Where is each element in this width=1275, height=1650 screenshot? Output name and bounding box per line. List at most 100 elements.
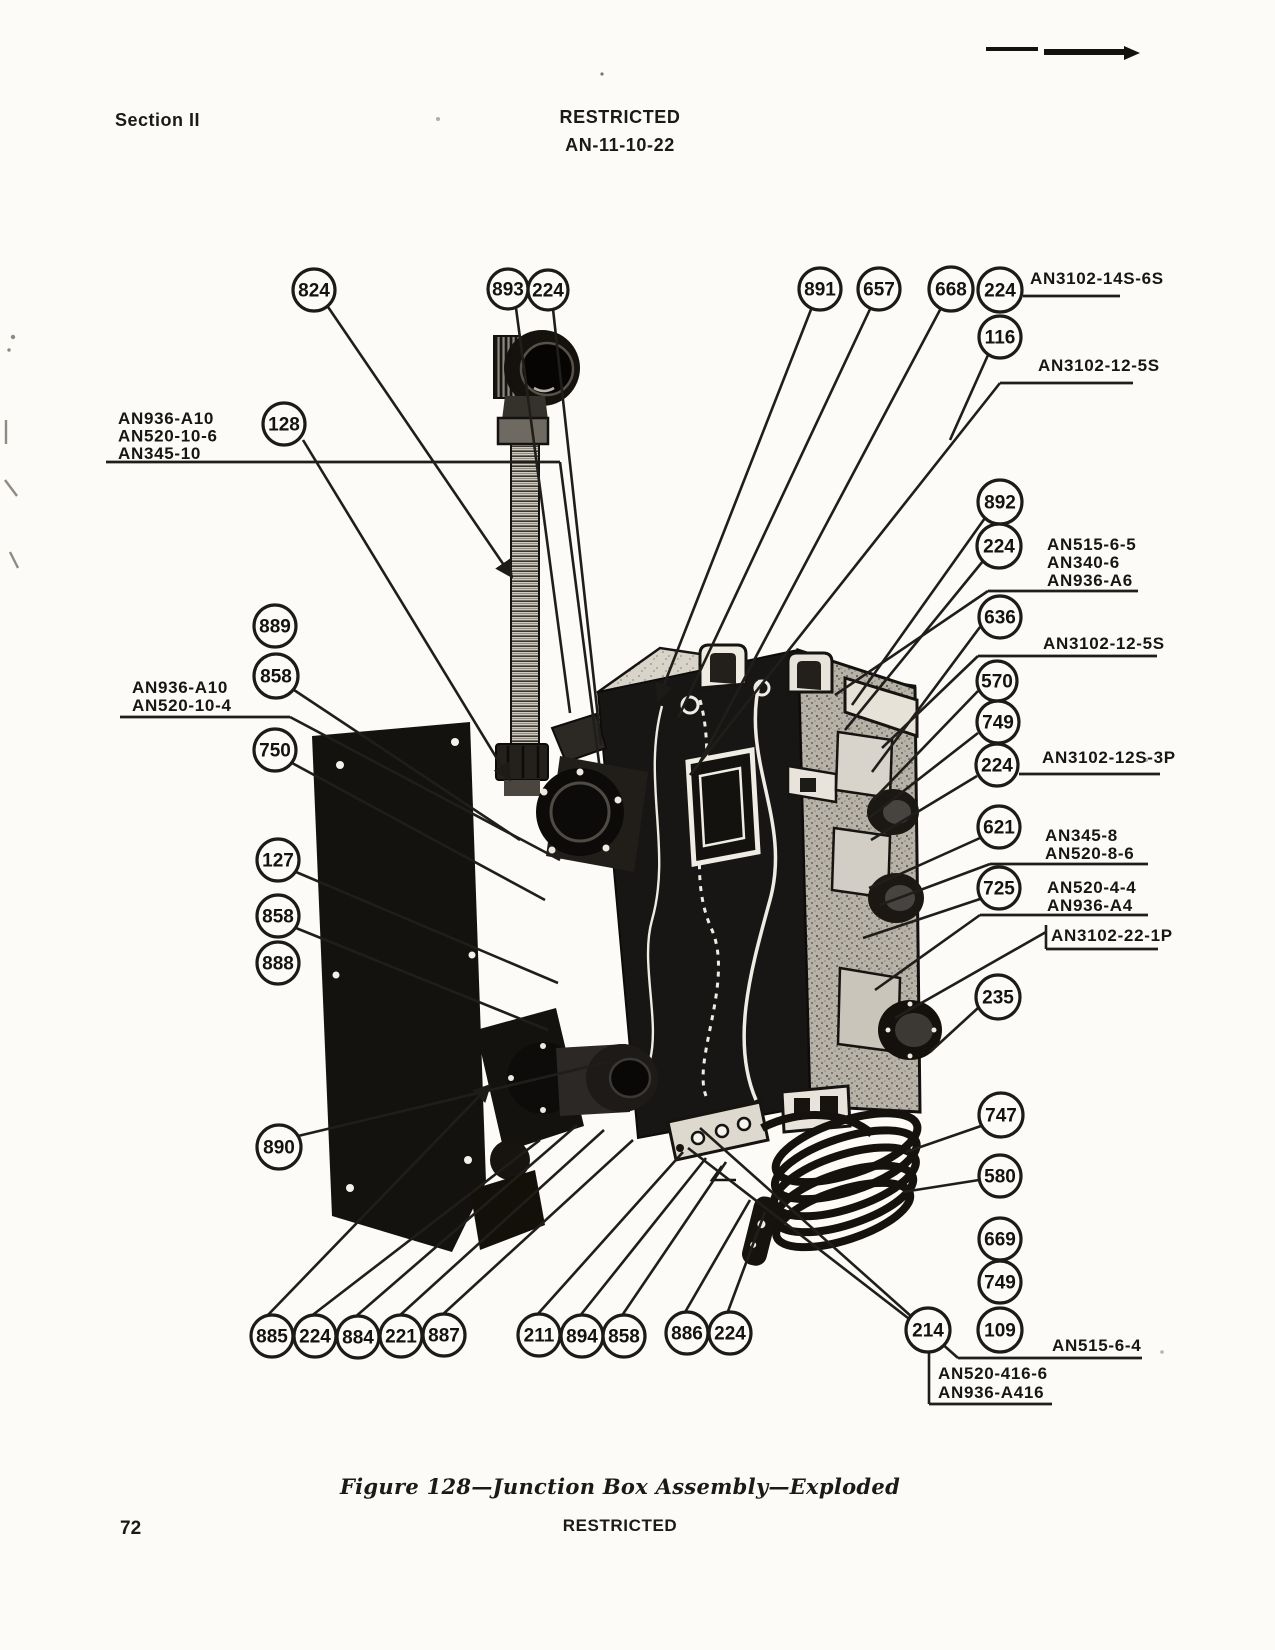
callout-889: 889 <box>252 603 298 649</box>
leader-line <box>687 1146 909 1320</box>
callout-657: 657 <box>856 266 902 312</box>
leader-line <box>929 1007 979 1053</box>
callout-number: 890 <box>263 1138 295 1159</box>
part-label-text: AN515-6-5 <box>1047 535 1136 554</box>
callout-884: 884 <box>335 1314 381 1360</box>
callout-127: 127 <box>255 837 301 883</box>
callout-number: 657 <box>863 280 895 301</box>
coiled-cable <box>748 1109 922 1252</box>
callout-number: 891 <box>804 280 836 301</box>
part-label-text: AN520-8-6 <box>1045 844 1134 863</box>
callout-891: 891 <box>797 266 843 312</box>
part-label-text: AN3102-12-5S <box>1038 356 1160 375</box>
callout-number: 211 <box>524 1326 555 1347</box>
callout-circle <box>856 266 902 312</box>
part-label-text: AN936-A10 <box>132 678 228 697</box>
leader-line <box>879 862 991 907</box>
callout-858: 858 <box>601 1313 647 1359</box>
terminal-strip <box>666 1100 770 1182</box>
leader-line <box>301 439 512 782</box>
leader-line <box>291 761 546 902</box>
leader-line <box>440 1139 634 1317</box>
callout-224: 224 <box>526 268 570 312</box>
callout-circle <box>976 1306 1024 1354</box>
doc-number: AN-11-10-22 <box>565 134 675 155</box>
leader-line <box>295 870 559 985</box>
callout-number: 858 <box>262 907 294 928</box>
callout-circle <box>707 1310 753 1356</box>
callout-circle <box>526 268 570 312</box>
part-label-text: AN3102-12S-3P <box>1042 748 1176 767</box>
leader-line <box>514 307 572 714</box>
callout-circle <box>977 1153 1023 1199</box>
callout-circle <box>927 265 975 313</box>
callout-number: 224 <box>984 281 1016 302</box>
callout-number: 750 <box>259 741 291 762</box>
restricted-top-label: RESTRICTED <box>559 107 681 127</box>
callout-number: 894 <box>566 1327 598 1348</box>
callout-circle <box>977 594 1023 640</box>
callout-number: 889 <box>259 617 291 638</box>
leader-line <box>688 382 1002 776</box>
callout-number: 224 <box>714 1324 746 1345</box>
callout-221: 221 <box>378 1313 424 1359</box>
callout-570: 570 <box>975 659 1019 703</box>
callout-109: 109 <box>976 1306 1024 1354</box>
part-label-text: AN515-6-4 <box>1052 1336 1141 1355</box>
leader-line <box>868 836 981 890</box>
callout-128: 128 <box>261 401 307 447</box>
callout-circle <box>252 727 298 773</box>
callout-circle <box>975 522 1023 570</box>
leader-line <box>676 306 873 719</box>
callout-circle <box>977 1091 1025 1139</box>
callout-circle <box>255 940 301 986</box>
restricted-bottom-label: RESTRICTED <box>562 1516 678 1535</box>
callout-number: 749 <box>982 713 1014 734</box>
callout-circle <box>974 973 1022 1021</box>
callout-circle <box>601 1313 647 1359</box>
callout-circle <box>421 1312 467 1358</box>
callout-number: 884 <box>342 1328 374 1349</box>
round-connector <box>536 712 648 872</box>
callout-894: 894 <box>559 1313 605 1359</box>
callout-number: 886 <box>671 1324 703 1345</box>
callout-892: 892 <box>976 478 1024 526</box>
callout-636: 636 <box>977 594 1023 640</box>
callout-number: 749 <box>984 1273 1016 1294</box>
leader-line <box>868 731 979 820</box>
callout-858: 858 <box>255 893 301 939</box>
leader-line <box>353 1124 578 1319</box>
callout-885: 885 <box>249 1313 295 1359</box>
callout-890: 890 <box>255 1123 303 1171</box>
callout-893: 893 <box>486 267 530 311</box>
callout-circle <box>974 742 1020 788</box>
callout-224: 224 <box>292 1313 338 1359</box>
callout-number: 224 <box>299 1327 331 1348</box>
callout-circle <box>904 1306 952 1354</box>
callout-number: 747 <box>985 1106 1017 1127</box>
callout-224: 224 <box>707 1310 753 1356</box>
callout-number: 885 <box>256 1327 288 1348</box>
leader-line <box>295 926 549 1032</box>
cutout-plate <box>685 747 761 867</box>
part-label: AN515-6-4 <box>958 1336 1142 1360</box>
callout-number: 127 <box>262 851 294 872</box>
leader-line <box>870 626 982 773</box>
scan-artifacts <box>4 72 1164 1354</box>
callout-number: 214 <box>912 1321 944 1342</box>
callout-number: 116 <box>985 328 1016 349</box>
part-number-labels: AN936-A10AN520-10-6AN345-10AN3102-14S-6S… <box>106 269 1176 1406</box>
callout-circle <box>977 1259 1023 1305</box>
part-label: AN3102-12-5S <box>978 634 1164 658</box>
part-label-text: AN936-A4 <box>1047 896 1133 915</box>
part-label-text: AN520-416-6 <box>938 1364 1048 1383</box>
callout-887: 887 <box>421 1312 467 1358</box>
section-heading: Section II <box>115 110 201 130</box>
part-label-text: AN936-A416 <box>938 1383 1044 1402</box>
